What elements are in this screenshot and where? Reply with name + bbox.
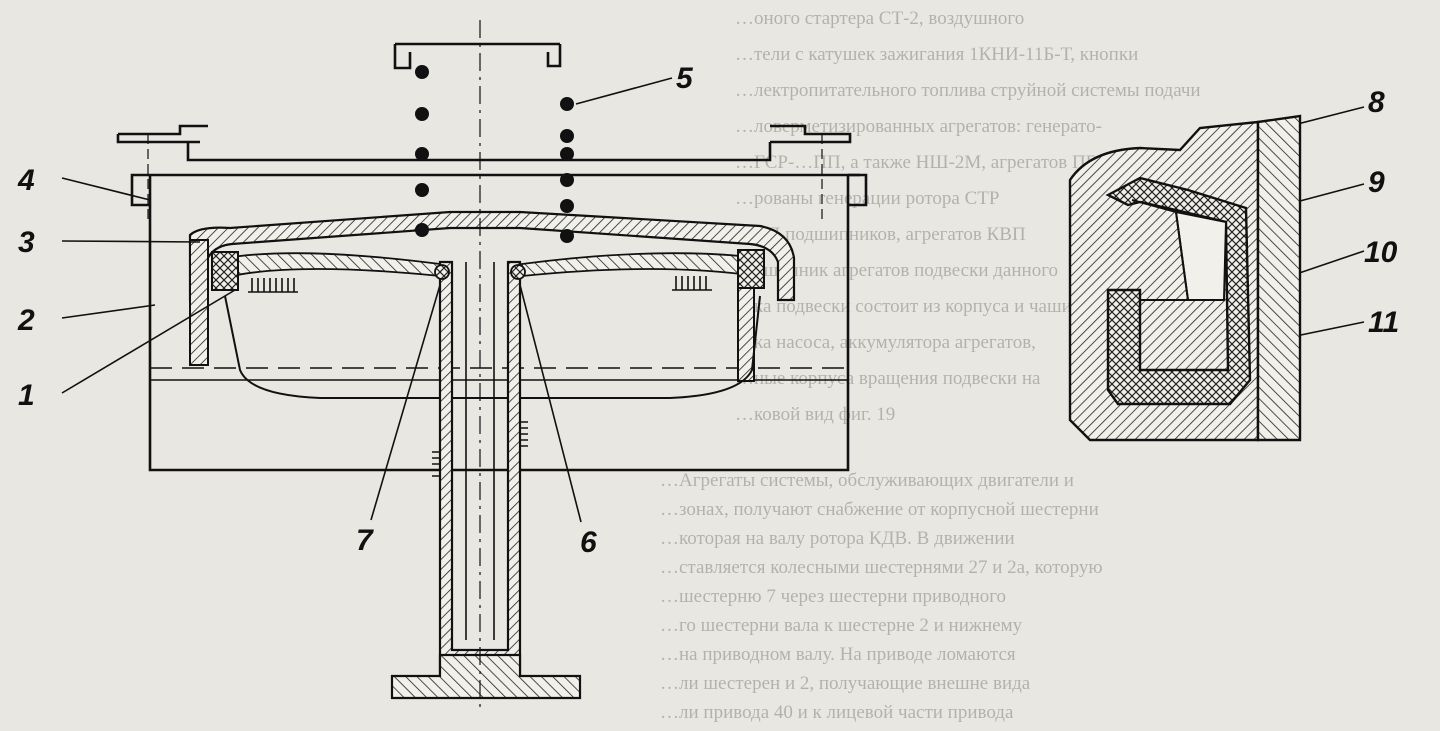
background-text-line: …ловерметизированных агрегатов: генерато… [735, 116, 1102, 137]
background-text-line: …го шестерни вала к шестерне 2 и нижнему [660, 615, 1023, 636]
callout-labels: 4 3 2 1 5 7 6 8 9 10 11 [17, 62, 1399, 559]
background-text-line: …тели с катушек зажигания 1КНИ-11Б-Т, кн… [735, 44, 1139, 65]
bearing-left [434, 264, 450, 280]
bearing-right [510, 264, 526, 280]
callout-6: 6 [580, 526, 597, 559]
background-text-line: …ли шестерен и 2, получающие внешне вида [660, 673, 1031, 694]
background-text-line: …ВП подшипников, агрегатов КВП [735, 224, 1026, 245]
assembly-section-view [116, 42, 868, 472]
background-text-line: …ставляется колесными шестернями 27 и 2а… [660, 557, 1103, 578]
left-wall [189, 239, 209, 366]
inner-bowl [224, 295, 761, 399]
inner-diaphragm [223, 252, 441, 278]
comb-left [248, 278, 298, 293]
background-text-line: …Агрегаты системы, обслуживающих двигате… [660, 470, 1074, 491]
callout-10: 10 [1364, 236, 1398, 269]
callout-2: 2 [17, 304, 35, 337]
background-text-line: …оного стартера СТ-2, воздушного [735, 8, 1025, 29]
background-text-line: …шестерню 7 через шестерни приводного [660, 586, 1007, 607]
background-text-line: …ли привода 40 и к лицевой части привода [660, 702, 1014, 723]
callout-7: 7 [356, 524, 374, 557]
seal-left [211, 251, 239, 291]
background-text-line: …на приводном валу. На приводе ломаются [660, 644, 1016, 665]
spring-coils [415, 65, 574, 243]
seal-right [737, 249, 765, 289]
background-text-line: …дшипник агрегатов подвески данного [735, 260, 1059, 281]
comb-right [672, 276, 712, 291]
seal-detail-view [1068, 114, 1302, 442]
callout-4: 4 [17, 164, 35, 197]
background-text-line: …зонах, получают снабжение от корпусной … [660, 499, 1099, 520]
base-flange [390, 653, 582, 700]
callout-8: 8 [1368, 86, 1385, 119]
shaft-comb [432, 421, 528, 477]
callout-5: 5 [676, 62, 694, 95]
background-text-line: …ковой вид фиг. 19 [735, 404, 896, 425]
background-text-line: …лектропитательного топлива струйной сис… [735, 80, 1201, 101]
callout-9: 9 [1368, 166, 1385, 199]
background-text-line: …ГСР-…ПП, а также НШ-2М, агрегатов ПБ [735, 152, 1097, 173]
background-text-line: …которая на валу ротора КДВ. В движении [660, 528, 1015, 549]
callout-1: 1 [18, 379, 35, 412]
lid-dome [188, 210, 796, 302]
callout-11: 11 [1368, 306, 1399, 339]
background-text-line: …ные корпуса вращения подвески на [735, 368, 1041, 389]
background-text-line: …ка насоса, аккумулятора агрегатов, [735, 332, 1036, 353]
callout-3: 3 [18, 226, 35, 259]
background-text-line: …ка подвески состоит из корпуса и чаши [735, 296, 1072, 317]
